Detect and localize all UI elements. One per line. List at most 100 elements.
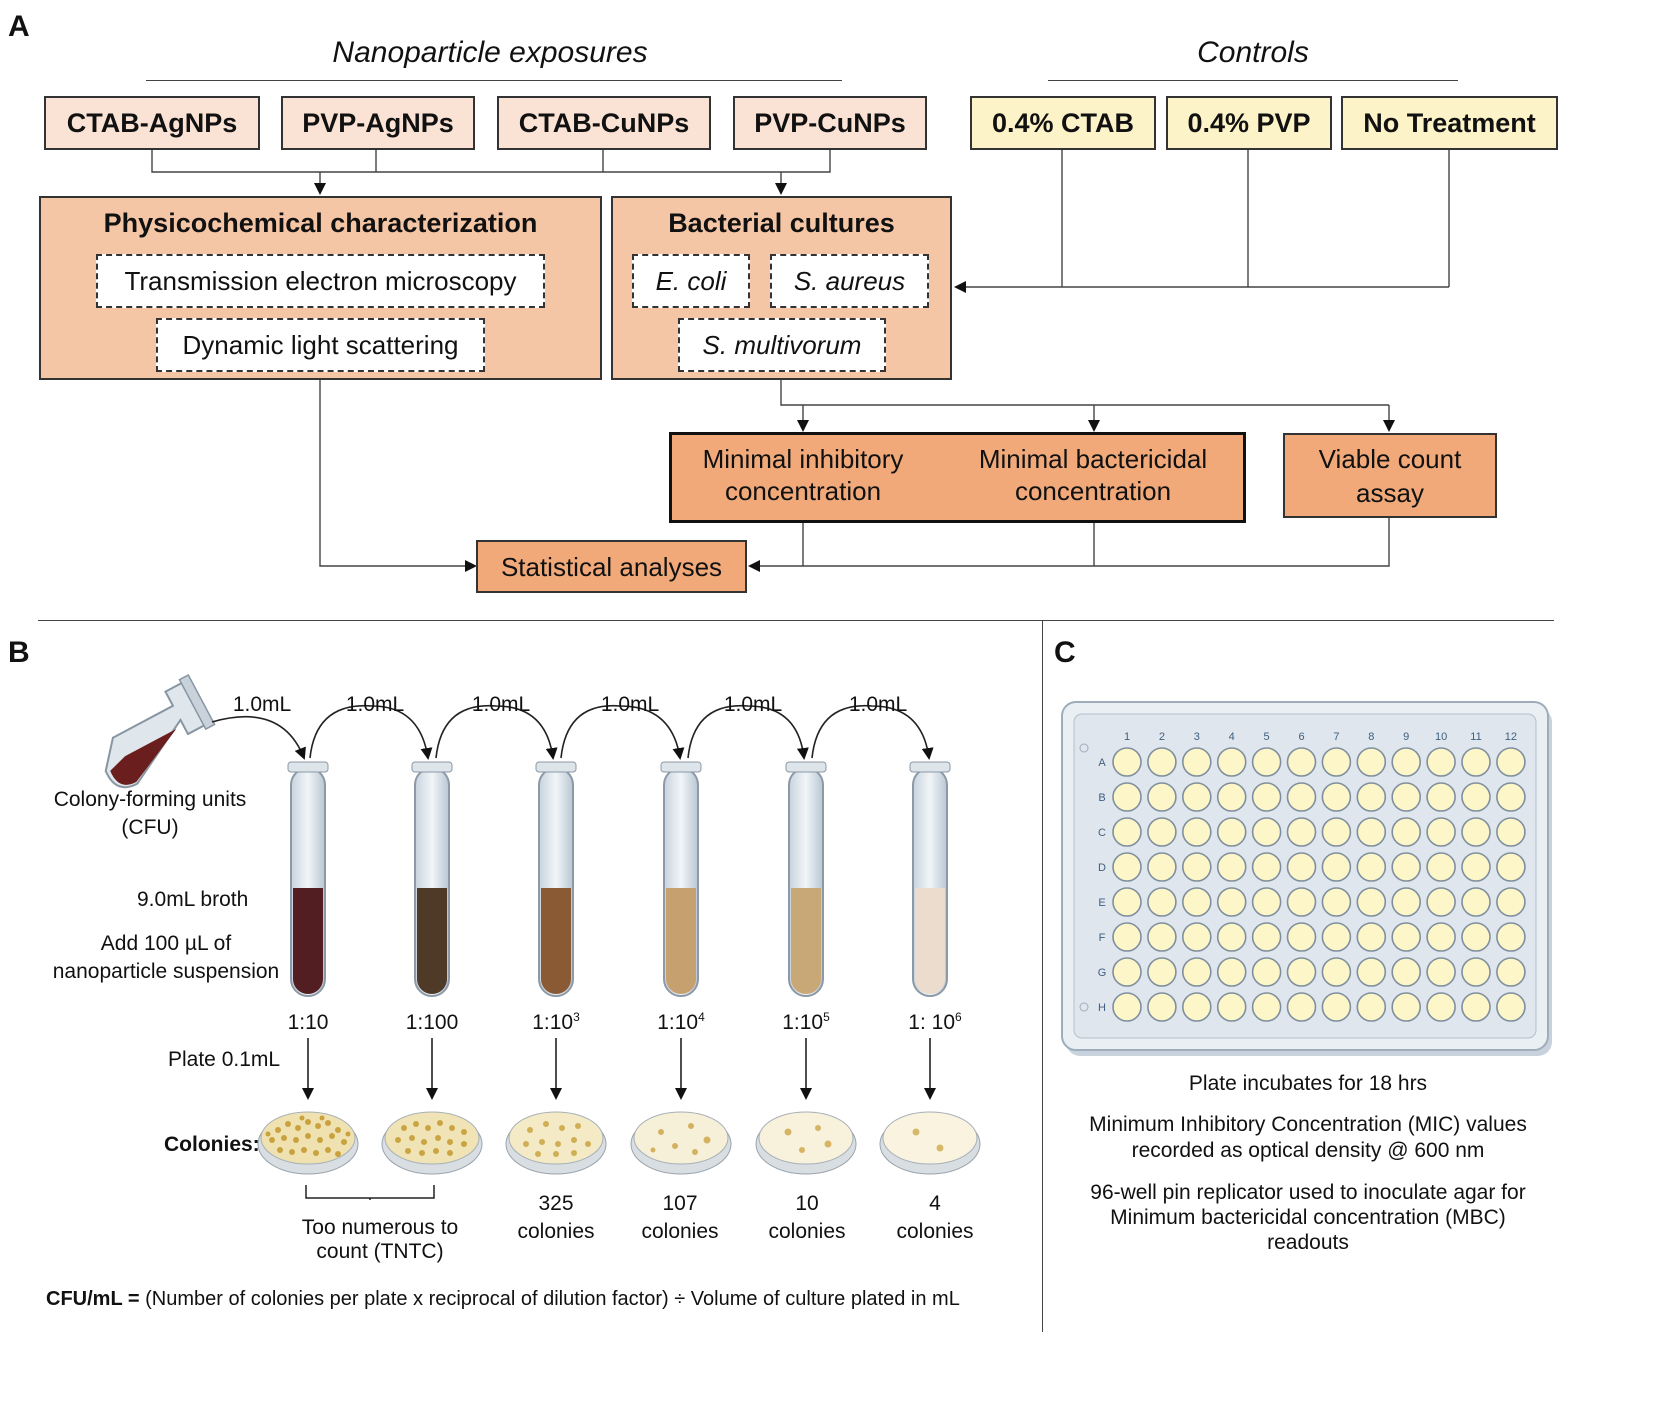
well xyxy=(1216,957,1247,987)
well xyxy=(1216,747,1247,777)
well xyxy=(1461,992,1491,1022)
well xyxy=(1182,747,1212,777)
well xyxy=(1356,747,1387,777)
well xyxy=(1391,852,1422,882)
plate-column-label: 8 xyxy=(1368,731,1374,743)
colony-count-4: 107 xyxy=(662,1192,698,1215)
well xyxy=(1251,747,1282,777)
tube-5 xyxy=(785,761,827,997)
well xyxy=(1321,782,1352,812)
well xyxy=(1182,887,1212,917)
plate-column-label: 10 xyxy=(1435,731,1447,743)
dilution-label-4: 1:104 xyxy=(657,1010,705,1034)
well xyxy=(1321,992,1352,1022)
well xyxy=(1286,747,1317,777)
well xyxy=(1286,887,1317,917)
well xyxy=(1286,992,1317,1022)
tube-6 xyxy=(909,761,951,997)
colonies-word: colonies xyxy=(896,1220,974,1243)
well xyxy=(1216,922,1247,952)
well xyxy=(1356,922,1387,952)
well xyxy=(1182,782,1212,812)
well xyxy=(1426,922,1456,952)
plate-row-label: H xyxy=(1098,1002,1106,1014)
well xyxy=(1391,922,1422,952)
panel-a-connectors xyxy=(151,150,1450,572)
plate-row-label: D xyxy=(1098,862,1106,874)
well xyxy=(1321,747,1352,777)
well xyxy=(1147,782,1177,812)
colonies-word: colonies xyxy=(517,1220,595,1243)
well xyxy=(1112,922,1142,952)
physchem-title: Physicochemical characterization xyxy=(103,208,538,238)
well xyxy=(1496,817,1526,847)
well xyxy=(1356,992,1387,1022)
well xyxy=(1112,852,1142,882)
dilution-label-1: 1:10 xyxy=(287,1011,329,1034)
well xyxy=(1461,817,1491,847)
well xyxy=(1496,747,1526,777)
well xyxy=(1251,957,1282,987)
exposures-underline xyxy=(146,80,842,81)
well xyxy=(1391,887,1422,917)
tube-4 xyxy=(660,761,702,997)
plate-row-label: F xyxy=(1099,932,1106,944)
incubation-note: Plate incubates for 18 hrs xyxy=(1188,1072,1428,1095)
well xyxy=(1112,817,1142,847)
panel-a-letter: A xyxy=(8,10,30,43)
tntc-label: Too numerous to count (TNTC) xyxy=(301,1216,459,1263)
statistical-analyses-box: Statistical analyses xyxy=(476,540,747,593)
colony-count-6: 4 xyxy=(929,1192,941,1215)
well xyxy=(1251,992,1282,1022)
well xyxy=(1426,992,1456,1022)
mbc-label: Minimal bactericidal concentration xyxy=(978,444,1208,506)
well xyxy=(1321,817,1352,847)
well xyxy=(1216,782,1247,812)
tntc-bracket xyxy=(305,1185,435,1199)
well xyxy=(1461,852,1491,882)
mbc-note: 96-well pin replicator used to inoculate… xyxy=(1090,1181,1526,1254)
exposure-ctab-agnps: CTAB-AgNPs xyxy=(44,96,260,150)
well xyxy=(1147,817,1177,847)
well xyxy=(1391,957,1422,987)
plate-column-label: 2 xyxy=(1159,731,1165,743)
petri-dish-3 xyxy=(505,1111,607,1175)
well xyxy=(1112,887,1142,917)
broth-label: 9.0mL broth xyxy=(137,888,249,911)
plate-column-label: 4 xyxy=(1229,731,1235,743)
well xyxy=(1112,957,1142,987)
plate-column-label: 12 xyxy=(1505,731,1517,743)
well xyxy=(1286,782,1317,812)
petri-dish-4 xyxy=(630,1111,732,1175)
petri-dish-2 xyxy=(381,1111,483,1175)
well xyxy=(1496,852,1526,882)
species-saureus: S. aureus xyxy=(770,254,929,308)
well xyxy=(1321,957,1352,987)
plate-column-label: 9 xyxy=(1403,731,1409,743)
tube-liquid xyxy=(915,888,945,994)
transfer-label: 1.0mL xyxy=(232,693,292,716)
tube-liquid xyxy=(666,888,696,994)
well xyxy=(1286,817,1317,847)
well xyxy=(1112,992,1142,1022)
well xyxy=(1426,747,1456,777)
plate-row-label: C xyxy=(1098,827,1106,839)
exposure-pvp-cunps: PVP-CuNPs xyxy=(733,96,927,150)
control-pvp: 0.4% PVP xyxy=(1166,96,1332,150)
well xyxy=(1286,957,1317,987)
tube-liquid xyxy=(417,888,447,994)
well xyxy=(1496,957,1526,987)
well xyxy=(1286,922,1317,952)
well xyxy=(1147,992,1177,1022)
plate-row-label: E xyxy=(1098,897,1105,909)
well xyxy=(1461,922,1491,952)
panel-c-letter: C xyxy=(1054,636,1076,669)
well xyxy=(1356,957,1387,987)
colonies-word: colonies xyxy=(641,1220,719,1243)
serial-dilution-illustration xyxy=(104,673,981,1200)
flask-label: Colony-forming units (CFU) xyxy=(53,788,247,839)
petri-dish-5 xyxy=(755,1111,857,1175)
method-dls: Dynamic light scattering xyxy=(156,318,485,372)
well xyxy=(1182,922,1212,952)
cfu-formula: CFU/mL = (Number of colonies per plate x… xyxy=(46,1288,960,1310)
